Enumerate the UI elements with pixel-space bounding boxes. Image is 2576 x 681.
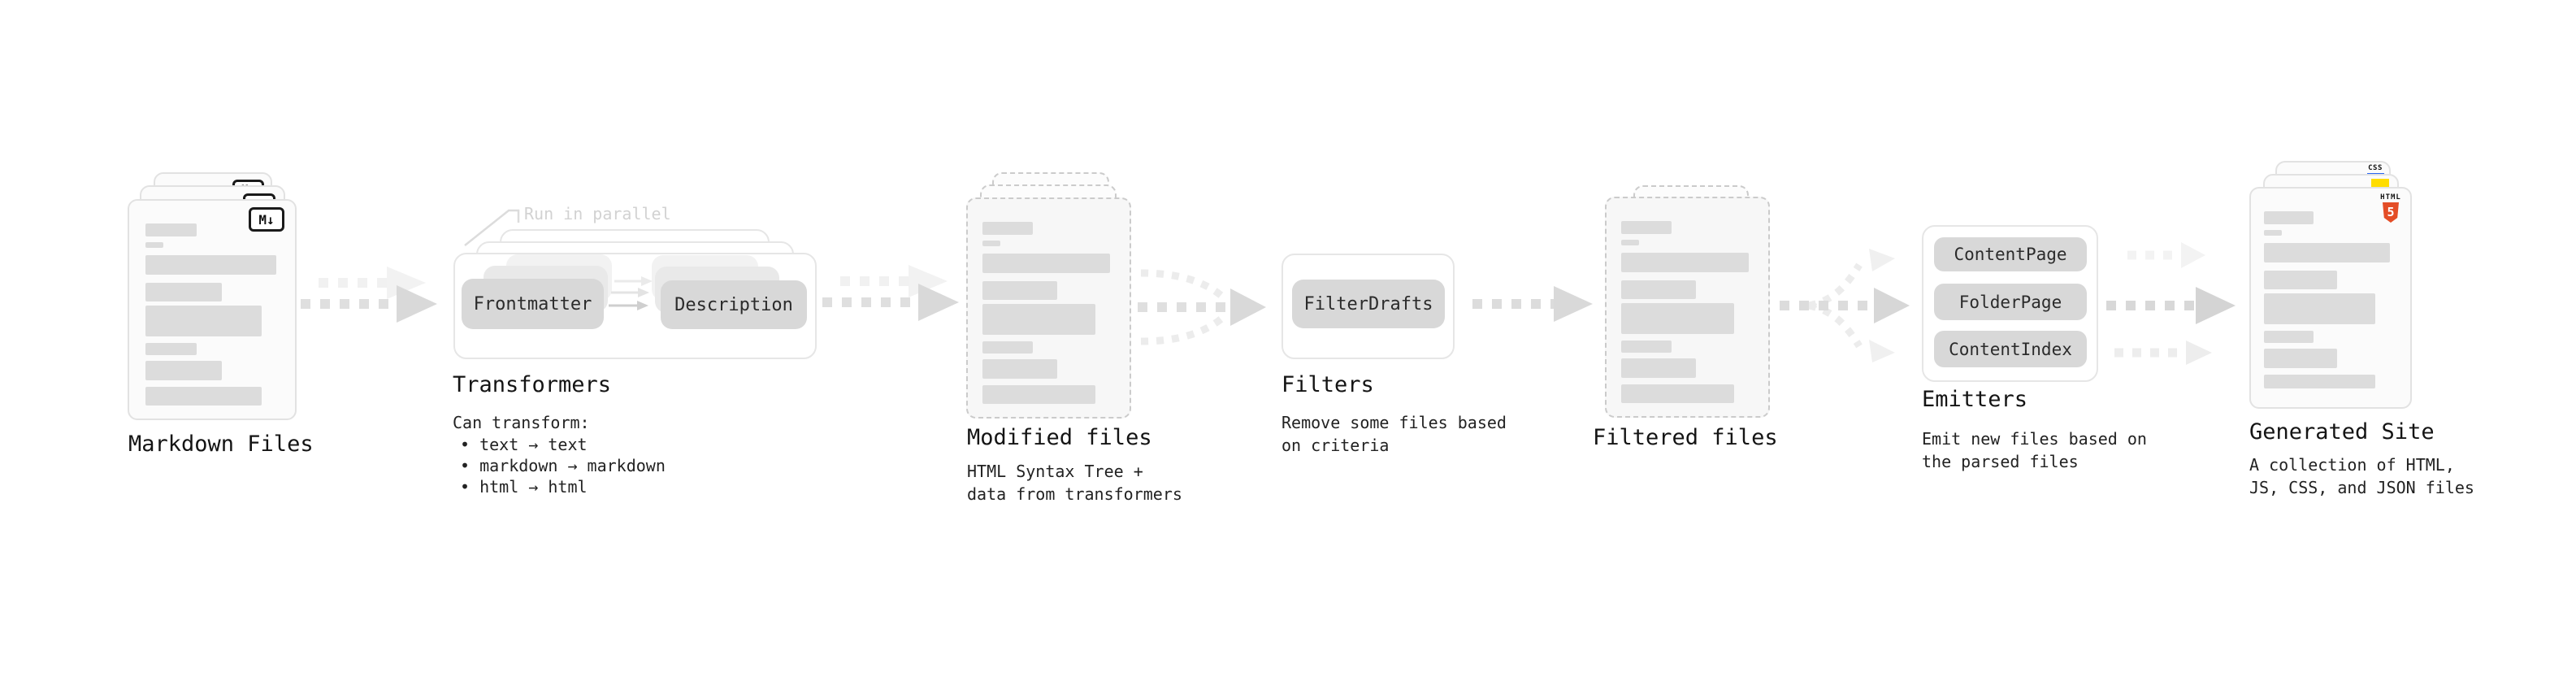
skeleton-bar [982,359,1057,379]
skeleton-bar [145,343,197,355]
markdown-files-label: Markdown Files [128,432,314,457]
emitters-label: Emitters [1922,387,2028,412]
skeleton-bar [982,222,1033,235]
skeleton-bar [145,306,262,336]
site-file-card-html: HTML 5 [2249,187,2412,409]
description-chip: Description [661,280,807,329]
skeleton-bar [145,387,262,406]
folderpage-chip: FolderPage [1934,284,2087,320]
html5-shield: 5 [2383,202,2399,223]
desc-line: JS, CSS, and JSON files [2249,478,2474,497]
skeleton-bar [1621,303,1735,334]
flow-arrow-modified-to-filters [1138,269,1266,345]
skeleton-bar [982,341,1033,354]
desc-line: A collection of HTML, [2249,455,2455,475]
filtered-file-card-front [1605,197,1770,418]
skeleton-bar [1621,253,1750,272]
modified-files-label: Modified files [967,425,1152,450]
flow-arrow-filters-to-filtered [1472,286,1593,322]
skeleton-bar [2264,243,2390,262]
desc-line: the parsed files [1922,452,2079,471]
markdown-file-card-front: M↓ [128,199,297,420]
skeleton-bar [1621,221,1672,234]
skeleton-bar [2264,230,2282,236]
skeleton-bar [1621,240,1639,245]
desc-line: Remove some files based [1281,413,1507,432]
filterdrafts-chip: FilterDrafts [1292,280,1445,328]
contentindex-chip: ContentIndex [1934,331,2087,367]
generated-site-stack: CSS HTML 5 [2249,161,2444,413]
parallel-flow-arrow [614,276,653,286]
bullet-item: • html → html [460,477,588,497]
js-file-icon [2371,179,2389,188]
transformers-desc-title: Can transform: [453,413,590,432]
flow-arrow-md-to-transformers [301,267,437,323]
html5-icon: HTML 5 [2380,194,2401,223]
skeleton-bar [1621,280,1696,299]
flow-arrow-filtered-to-emitters [1780,249,1910,362]
skeleton-bar [2264,271,2338,289]
transformers-group: Frontmatter Description [453,229,827,363]
desc-line: Emit new files based on [1922,429,2147,449]
filters-desc: Remove some files based on criteria [1281,411,1507,457]
skeleton-bar [982,241,1000,246]
skeleton-bar [145,361,222,380]
markdown-icon: M↓ [249,207,284,232]
skeleton-bar [982,281,1057,300]
desc-line: on criteria [1281,436,1390,455]
skeleton-bar [2264,349,2338,368]
desc-line: HTML Syntax Tree + [967,462,1143,481]
bullet-item: • markdown → markdown [460,456,666,475]
flow-arrow-transformers-to-modified [822,265,959,321]
contentpage-chip: ContentPage [1934,237,2087,271]
parallel-flow-arrow [609,301,648,310]
run-in-parallel-callout-line [464,209,520,246]
skeleton-bar [1621,358,1696,378]
skeleton-bar [2264,211,2314,224]
skeleton-bar [2264,293,2376,324]
filtered-files-stack [1605,185,1800,429]
transformers-bullet-list: • text → text • markdown → markdown • ht… [460,434,666,497]
transformers-label: Transformers [453,372,612,397]
skeleton-bar [1621,340,1672,353]
skeleton-bar [1621,384,1735,403]
emitters-desc: Emit new files based on the parsed files [1922,427,2147,473]
modified-file-card-front [966,197,1131,419]
markdown-files-stack: M↓ M↓ M↓ [128,172,331,424]
generated-site-desc: A collection of HTML, JS, CSS, and JSON … [2249,453,2474,499]
skeleton-bar [2264,331,2314,343]
flow-arrow-emitters-to-site [2106,242,2236,365]
generated-site-label: Generated Site [2249,419,2435,445]
skeleton-bar [982,385,1096,404]
desc-line: data from transformers [967,484,1182,504]
skeleton-bar [2264,375,2376,388]
skeleton-bar [982,304,1096,335]
run-in-parallel-label: Run in parallel [524,204,671,223]
modified-files-stack [966,172,1161,424]
skeleton-bar [145,255,277,275]
filters-label: Filters [1281,372,1374,397]
bullet-item: • text → text [460,435,588,454]
frontmatter-chip: Frontmatter [462,279,604,329]
skeleton-bar [982,254,1111,273]
skeleton-bar [145,223,197,236]
modified-files-desc: HTML Syntax Tree + data from transformer… [967,460,1182,505]
skeleton-bar [145,283,222,301]
skeleton-bar [145,242,164,248]
parallel-flow-arrow [611,288,649,297]
filtered-files-label: Filtered files [1593,425,1778,450]
